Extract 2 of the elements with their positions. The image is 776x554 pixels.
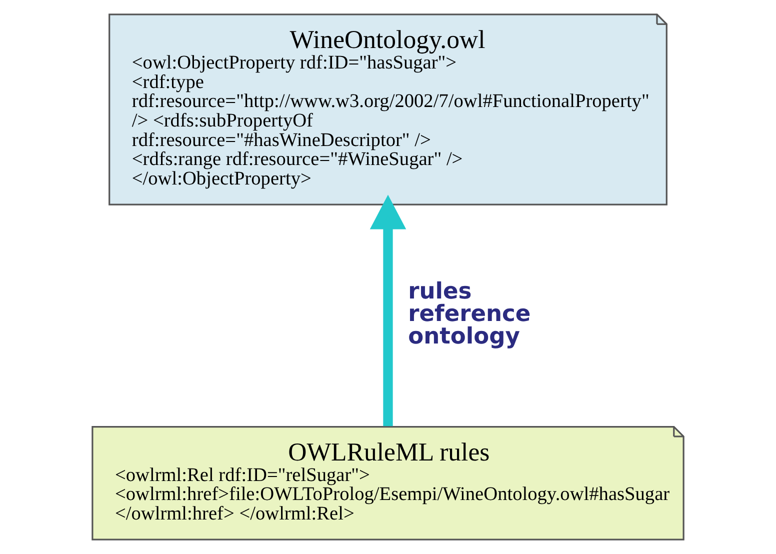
arrow xyxy=(370,194,406,426)
edge-label: rules reference ontology xyxy=(408,278,531,350)
